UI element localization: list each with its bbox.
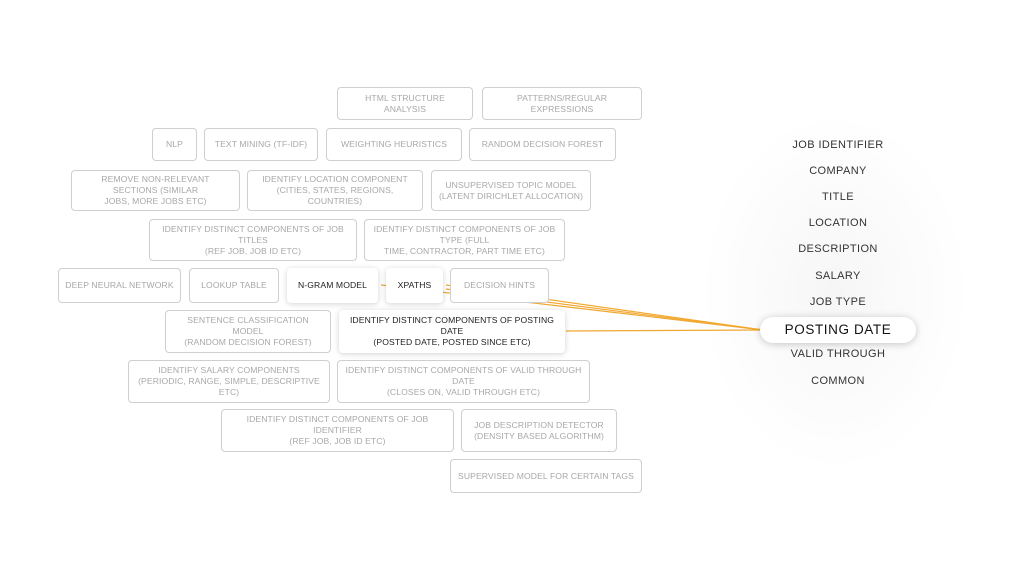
technique-label-line: DEEP NEURAL NETWORK [65,280,174,290]
technique-label: IDENTIFY DISTINCT COMPONENTS OF JOB TYPE… [371,224,558,257]
technique-label-line: (CITIES, STATES, REGIONS, COUNTRIES) [276,185,394,206]
technique-label-line: (DENSITY BASED ALGORITHM) [474,430,604,441]
field-location[interactable]: LOCATION [808,217,868,229]
technique-label: IDENTIFY DISTINCT COMPONENTS OF JOB TITL… [156,224,350,257]
field-company[interactable]: COMPANY [809,165,867,177]
technique-node-xpaths[interactable]: XPATHS [386,268,443,303]
technique-label: TEXT MINING (TF-IDF) [215,139,308,150]
technique-node-titles[interactable]: IDENTIFY DISTINCT COMPONENTS OF JOB TITL… [149,219,357,261]
field-description[interactable]: DESCRIPTION [798,243,878,255]
technique-label: SENTENCE CLASSIFICATION MODEL(RANDOM DEC… [172,315,324,348]
technique-node-textmining[interactable]: TEXT MINING (TF-IDF) [204,128,318,161]
technique-label-line: IDENTIFY LOCATION COMPONENT [262,174,408,184]
technique-node-jobtype[interactable]: IDENTIFY DISTINCT COMPONENTS OF JOB TYPE… [364,219,565,261]
technique-label: UNSUPERVISED TOPIC MODEL(LATENT DIRICHLE… [439,180,583,202]
technique-label-line: UNSUPERVISED TOPIC MODEL [445,179,577,190]
technique-label: SUPERVISED MODEL FOR CERTAIN TAGS [458,471,634,482]
technique-label-line: RANDOM DECISION FOREST [481,139,604,149]
technique-label-line: TEXT MINING (TF-IDF) [214,139,308,149]
technique-label-line: IDENTIFY SALARY COMPONENTS [158,365,300,375]
technique-label-line: (REF JOB, JOB ID ETC) [204,245,302,256]
technique-label: WEIGHTING HEURISTICS [341,139,447,150]
technique-label-line: PATTERNS/REGULAR EXPRESSIONS [516,92,608,114]
technique-label: IDENTIFY DISTINCT COMPONENTS OF VALID TH… [344,365,583,398]
technique-node-forest[interactable]: RANDOM DECISION FOREST [469,128,616,161]
technique-label-line: HTML STRUCTURE ANALYSIS [365,92,445,114]
technique-label: IDENTIFY SALARY COMPONENTS(PERIODIC, RAN… [135,365,323,398]
field-valid-through[interactable]: VALID THROUGH [790,348,886,360]
technique-label: IDENTIFY LOCATION COMPONENT(CITIES, STAT… [254,174,416,207]
technique-node-location[interactable]: IDENTIFY LOCATION COMPONENT(CITIES, STAT… [247,170,423,211]
technique-label-line: IDENTIFY DISTINCT COMPONENTS OF JOB IDEN… [246,414,429,435]
technique-label-line: DECISION HINTS [463,280,536,290]
technique-label: N-GRAM MODEL [298,280,367,291]
technique-label: IDENTIFY DISTINCT COMPONENTS OF JOB IDEN… [228,414,447,447]
technique-node-patterns[interactable]: PATTERNS/REGULAR EXPRESSIONS [482,87,642,120]
technique-label-line: (PERIODIC, RANGE, SIMPLE, DESCRIPTIVE ET… [138,376,320,397]
technique-label: RANDOM DECISION FOREST [482,139,604,150]
technique-node-postingdate[interactable]: IDENTIFY DISTINCT COMPONENTS OF POSTING … [339,310,565,353]
technique-label: DECISION HINTS [464,280,535,291]
technique-label: IDENTIFY DISTINCT COMPONENTS OF POSTING … [345,315,559,348]
technique-node-dnn[interactable]: DEEP NEURAL NETWORK [58,268,181,303]
technique-label-line: N-GRAM MODEL [298,280,367,290]
technique-label: XPATHS [398,280,432,291]
technique-label-line: (REF JOB, JOB ID ETC) [289,436,386,446]
technique-label-line: IDENTIFY DISTINCT COMPONENTS OF JOB TYPE… [373,223,556,245]
technique-node-html[interactable]: HTML STRUCTURE ANALYSIS [337,87,473,120]
technique-label-line: TIME, CONTRACTOR, PART TIME ETC) [384,245,545,256]
technique-node-validthrough[interactable]: IDENTIFY DISTINCT COMPONENTS OF VALID TH… [337,360,590,403]
technique-node-weighting[interactable]: WEIGHTING HEURISTICS [326,128,462,161]
field-posting-date[interactable]: POSTING DATE [760,317,916,343]
technique-node-hints[interactable]: DECISION HINTS [450,268,549,303]
field-job-type[interactable]: JOB TYPE [809,296,867,308]
technique-label-line: JOBS, MORE JOBS ETC) [104,196,207,206]
field-job-identifier[interactable]: JOB IDENTIFIER [792,139,884,151]
technique-label: NLP [166,139,183,150]
technique-node-nlp[interactable]: NLP [152,128,197,161]
technique-node-jobid[interactable]: IDENTIFY DISTINCT COMPONENTS OF JOB IDEN… [221,409,454,452]
field-common[interactable]: COMMON [811,375,865,387]
technique-node-jobdesc[interactable]: JOB DESCRIPTION DETECTOR(DENSITY BASED A… [461,409,617,452]
technique-label: PATTERNS/REGULAR EXPRESSIONS [489,93,635,115]
technique-label-line: (CLOSES ON, VALID THROUGH ETC) [386,387,541,397]
field-salary[interactable]: SALARY [815,270,861,282]
technique-label-line: SENTENCE CLASSIFICATION MODEL [187,315,309,336]
technique-node-topic[interactable]: UNSUPERVISED TOPIC MODEL(LATENT DIRICHLE… [431,170,591,211]
technique-label-line: WEIGHTING HEURISTICS [340,139,448,149]
technique-label-line: SUPERVISED MODEL FOR CERTAIN TAGS [457,470,634,481]
technique-label-line: (RANDOM DECISION FOREST) [184,337,312,347]
technique-label-line: IDENTIFY DISTINCT COMPONENTS OF POSTING … [349,315,555,336]
technique-node-supervised[interactable]: SUPERVISED MODEL FOR CERTAIN TAGS [450,459,642,493]
technique-node-sentence[interactable]: SENTENCE CLASSIFICATION MODEL(RANDOM DEC… [165,310,331,353]
technique-label-line: IDENTIFY DISTINCT COMPONENTS OF VALID TH… [345,365,582,386]
technique-node-salary[interactable]: IDENTIFY SALARY COMPONENTS(PERIODIC, RAN… [128,360,330,403]
technique-label-line: REMOVE NON-RELEVANT SECTIONS (SIMILAR [101,174,210,195]
technique-label-line: (LATENT DIRICHLET ALLOCATION) [438,190,584,201]
technique-label-line: IDENTIFY DISTINCT COMPONENTS OF JOB TITL… [162,223,344,245]
technique-label-line: (POSTED DATE, POSTED SINCE ETC) [373,337,531,347]
field-title[interactable]: TITLE [822,191,854,203]
technique-node-ngram[interactable]: N-GRAM MODEL [287,268,378,303]
technique-label: HTML STRUCTURE ANALYSIS [344,93,466,115]
technique-node-lookup[interactable]: LOOKUP TABLE [189,268,279,303]
technique-label: DEEP NEURAL NETWORK [65,280,173,291]
technique-label-line: JOB DESCRIPTION DETECTOR [474,419,604,430]
technique-label-line: NLP [165,139,184,149]
technique-label: LOOKUP TABLE [201,280,267,291]
technique-label-line: LOOKUP TABLE [201,280,267,290]
technique-label: JOB DESCRIPTION DETECTOR(DENSITY BASED A… [474,420,604,442]
technique-label-line: XPATHS [397,280,432,290]
